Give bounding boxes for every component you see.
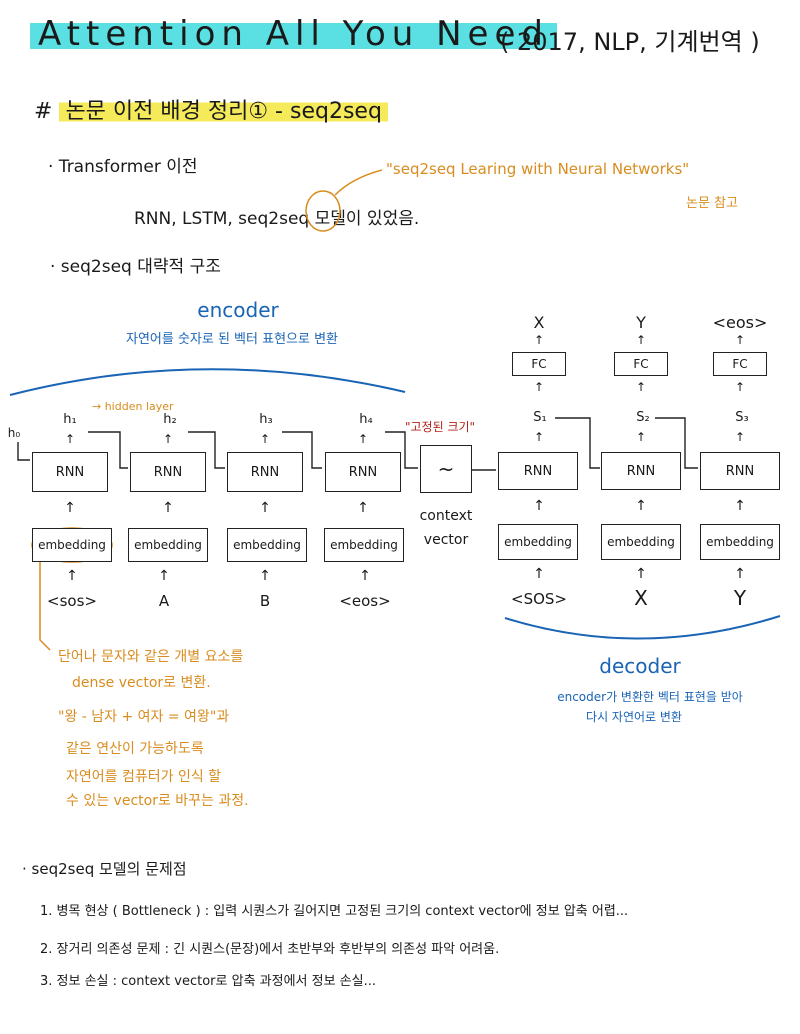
fc-layer-2: FC bbox=[614, 352, 668, 376]
embedding-note-line-2: dense vector로 변환. bbox=[72, 675, 211, 691]
arrow-up-icon: ↑ bbox=[162, 500, 174, 516]
encoder-input-2: A bbox=[158, 592, 170, 610]
embedding-note-line-4: 같은 연산이 가능하도록 bbox=[66, 741, 204, 757]
decoder-embedding-1: embedding bbox=[498, 524, 578, 560]
arrow-up-icon: ↑ bbox=[533, 333, 545, 347]
problem-bottleneck: 1. 병목 현상 ( Bottleneck ) : 입력 시퀀스가 길어지면 고… bbox=[40, 904, 629, 919]
arrow-up-icon: ↑ bbox=[734, 430, 746, 444]
hidden-layer-note: → hidden layer bbox=[92, 400, 174, 413]
fc-layer-1: FC bbox=[512, 352, 566, 376]
bullet-models: RNN, LSTM, seq2seq 모델이 있었음. bbox=[134, 209, 420, 229]
decoder-title: decoder bbox=[599, 654, 681, 678]
paper-reference-note: 논문 참고 bbox=[686, 196, 738, 211]
arrow-up-icon: ↑ bbox=[635, 498, 647, 514]
encoder-title: encoder bbox=[197, 298, 279, 322]
encoder-input-4: <eos> bbox=[339, 592, 391, 610]
encoder-embedding-1: embedding bbox=[32, 528, 112, 562]
arrow-up-icon: ↑ bbox=[259, 432, 271, 446]
arrow-up-icon: ↑ bbox=[635, 430, 647, 444]
encoder-input-1: <sos> bbox=[47, 592, 97, 610]
arrow-up-icon: ↑ bbox=[259, 500, 271, 516]
arrow-up-icon: ↑ bbox=[533, 566, 545, 582]
decoder-output-3: <eos> bbox=[712, 313, 768, 332]
encoder-input-3: B bbox=[259, 592, 271, 610]
paper-reference: "seq2seq Learing with Neural Networks" bbox=[386, 160, 690, 178]
decoder-state-s3: S₃ bbox=[735, 410, 749, 425]
arrow-up-icon: ↑ bbox=[533, 430, 545, 444]
encoder-rnn-3: RNN bbox=[227, 452, 303, 492]
heading-text: 논문 이전 배경 정리① - seq2seq bbox=[59, 99, 388, 124]
encoder-description: 자연어를 숫자로 된 벡터 표현으로 변환 bbox=[125, 332, 339, 347]
arrow-up-icon: ↑ bbox=[533, 380, 545, 394]
embedding-note-line-3: "왕 - 남자 + 여자 = 여왕"과 bbox=[58, 709, 230, 725]
hidden-state-h3: h₃ bbox=[259, 412, 273, 427]
decoder-description-2: 다시 자연어로 변환 bbox=[586, 710, 682, 724]
arrow-up-icon: ↑ bbox=[734, 498, 746, 514]
decoder-output-2: Y bbox=[636, 313, 646, 332]
problems-heading: · seq2seq 모델의 문제점 bbox=[22, 860, 187, 878]
embedding-note-line-6: 수 있는 vector로 바꾸는 과정. bbox=[66, 793, 249, 809]
decoder-state-s1: S₁ bbox=[533, 410, 547, 425]
page-title: Attention All You Need bbox=[30, 14, 557, 54]
hidden-state-h0: h₀ bbox=[7, 426, 21, 440]
decoder-input-2: X bbox=[634, 586, 648, 610]
arrow-up-icon: ↑ bbox=[64, 432, 76, 446]
arrow-up-icon: ↑ bbox=[635, 566, 647, 582]
arrow-up-icon: ↑ bbox=[259, 568, 271, 584]
vector-label: vector bbox=[423, 532, 469, 548]
section-heading: # 논문 이전 배경 정리① - seq2seq bbox=[34, 93, 388, 125]
arrow-up-icon: ↑ bbox=[533, 498, 545, 514]
encoder-rnn-1: RNN bbox=[32, 452, 108, 492]
embedding-note-line-5: 자연어를 컴퓨터가 인식 할 bbox=[66, 769, 222, 785]
context-vector-box: ~ bbox=[420, 445, 472, 493]
arrow-up-icon: ↑ bbox=[734, 380, 746, 394]
problem-information-loss: 3. 정보 손실 : context vector로 압축 과정에서 정보 손실… bbox=[40, 974, 377, 989]
arrow-up-icon: ↑ bbox=[64, 500, 76, 516]
decoder-input-3: Y bbox=[733, 586, 747, 610]
decoder-rnn-3: RNN bbox=[700, 452, 780, 490]
encoder-rnn-4: RNN bbox=[325, 452, 401, 492]
decoder-embedding-2: embedding bbox=[601, 524, 681, 560]
fc-layer-3: FC bbox=[713, 352, 767, 376]
arrow-up-icon: ↑ bbox=[635, 380, 647, 394]
title-meta: ( 2017, NLP, 기계번역 ) bbox=[500, 28, 760, 56]
decoder-state-s2: S₂ bbox=[636, 410, 650, 425]
arrow-up-icon: ↑ bbox=[158, 568, 170, 584]
encoder-rnn-2: RNN bbox=[130, 452, 206, 492]
context-label: context bbox=[419, 508, 473, 524]
arrow-up-icon: ↑ bbox=[359, 568, 371, 584]
arrow-up-icon: ↑ bbox=[162, 432, 174, 446]
decoder-rnn-2: RNN bbox=[601, 452, 681, 490]
problem-long-dependency: 2. 장거리 의존성 문제 : 긴 시퀀스(문장)에서 초반부와 후반부의 의존… bbox=[40, 942, 500, 957]
decoder-input-1: <SOS> bbox=[511, 590, 567, 608]
hidden-state-h2: h₂ bbox=[163, 412, 177, 427]
embedding-note-line-1: 단어나 문자와 같은 개별 요소를 bbox=[58, 649, 244, 665]
encoder-embedding-2: embedding bbox=[128, 528, 208, 562]
bullet-structure: · seq2seq 대략적 구조 bbox=[50, 257, 221, 277]
decoder-output-1: X bbox=[533, 313, 545, 332]
decoder-description-1: encoder가 변환한 벡터 표현을 받아 bbox=[557, 690, 743, 704]
decoder-rnn-1: RNN bbox=[498, 452, 578, 490]
heading-marker: # bbox=[34, 99, 53, 124]
encoder-embedding-3: embedding bbox=[227, 528, 307, 562]
arrow-up-icon: ↑ bbox=[734, 566, 746, 582]
arrow-up-icon: ↑ bbox=[357, 500, 369, 516]
arrow-up-icon: ↑ bbox=[357, 432, 369, 446]
hidden-state-h4: h₄ bbox=[359, 412, 373, 427]
bullet-transformer-before: · Transformer 이전 bbox=[48, 157, 198, 177]
decoder-embedding-3: embedding bbox=[700, 524, 780, 560]
arrow-up-icon: ↑ bbox=[734, 333, 746, 347]
arrow-up-icon: ↑ bbox=[66, 568, 78, 584]
arrow-up-icon: ↑ bbox=[635, 333, 647, 347]
hidden-state-h1: h₁ bbox=[63, 412, 77, 427]
encoder-embedding-4: embedding bbox=[324, 528, 404, 562]
fixed-size-note: "고정된 크기" bbox=[405, 420, 476, 434]
